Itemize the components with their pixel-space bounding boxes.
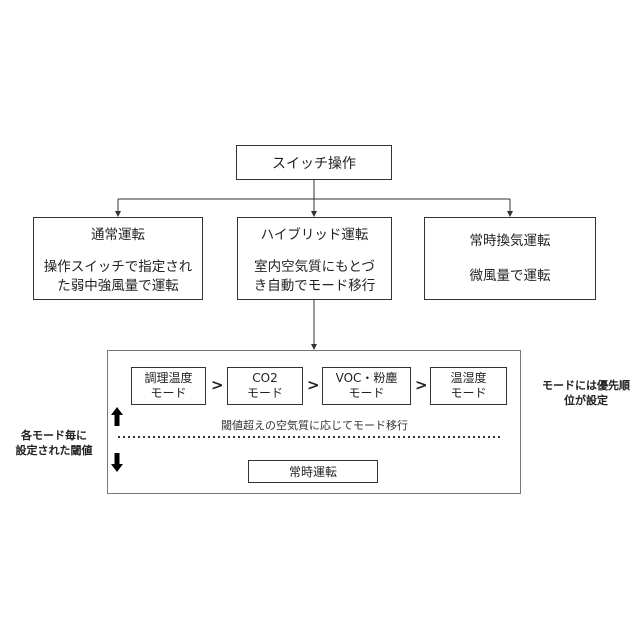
priority-separator: > — [415, 376, 428, 394]
mode-description: 室内空気質にもとづ — [254, 258, 375, 277]
mode-normal-box: 通常運転 操作スイッチで指定され た弱中強風量で運転 — [33, 217, 203, 300]
mode-description: き自動でモード移行 — [254, 277, 376, 296]
mode-constant-box: 常時換気運転 微風量で運転 — [424, 217, 596, 300]
mode-description: 微風量で運転 — [470, 267, 551, 286]
priority-separator: > — [211, 376, 224, 394]
sub-mode-co2: CO2 モード — [227, 367, 303, 405]
sub-mode-cooking-temp: 調理温度 モード — [131, 367, 206, 405]
mode-hybrid-box: ハイブリッド運転 室内空気質にもとづ き自動でモード移行 — [237, 217, 392, 300]
sub-mode-name: 調理温度 — [144, 371, 192, 386]
sub-mode-suffix: モード — [150, 386, 186, 401]
mode-title: 通常運転 — [91, 226, 145, 245]
mode-description: た弱中強風量で運転 — [57, 277, 179, 296]
threshold-note: 閾値超えの空気質に応じてモード移行 — [221, 417, 408, 433]
sub-mode-name: 温湿度 — [450, 371, 486, 386]
sub-mode-suffix: モード — [247, 386, 283, 401]
sub-mode-temp-humidity: 温湿度 モード — [430, 367, 507, 405]
switch-operation-box: スイッチ操作 — [236, 145, 392, 180]
mode-title: ハイブリッド運転 — [261, 226, 369, 245]
sub-mode-voc-dust: VOC・粉塵 モード — [322, 367, 411, 405]
sub-mode-suffix: モード — [450, 386, 486, 401]
left-threshold-note: 各モード毎に 設定された閾値 — [6, 428, 102, 458]
switch-label: スイッチ操作 — [272, 153, 356, 173]
sub-mode-name: VOC・粉塵 — [336, 371, 398, 386]
sub-mode-name: CO2 — [252, 371, 277, 386]
priority-separator: > — [307, 376, 320, 394]
always-mode-box: 常時運転 — [248, 460, 378, 483]
mode-title: 常時換気運転 — [470, 232, 551, 251]
sub-mode-suffix: モード — [348, 386, 384, 401]
right-priority-note: モードには優先順 位が設定 — [535, 378, 637, 408]
mode-description: 操作スイッチで指定され — [44, 258, 193, 277]
always-mode-label: 常時運転 — [289, 463, 337, 480]
